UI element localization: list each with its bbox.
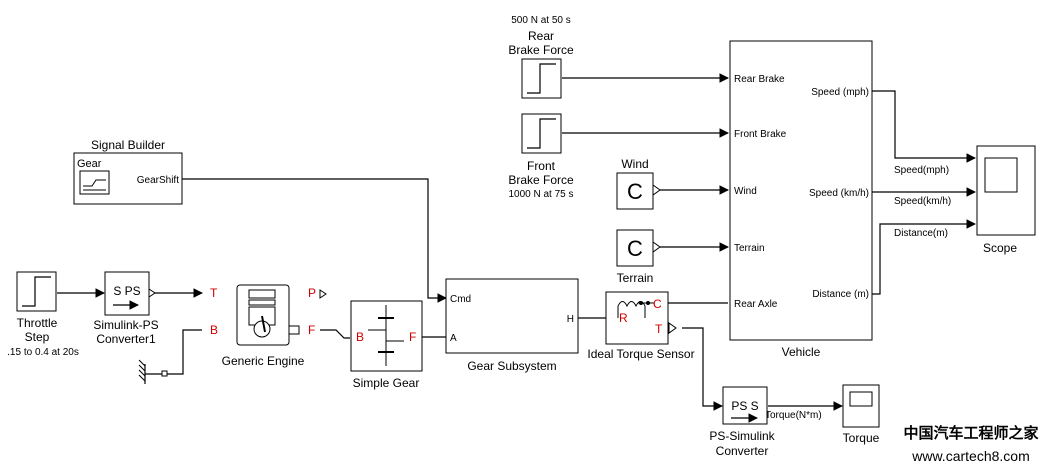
vehicle-out-distance: Distance (m) [812,289,869,300]
sps-label-2: Converter1 [96,332,156,346]
watermark-line-1: 中国汽车工程师之家 [903,424,1038,442]
sensor-port-r: R [619,311,628,325]
mechanical-ground-block[interactable] [138,359,168,384]
engine-port-f: F [308,323,315,337]
gear-subsystem-block[interactable]: Cmd A H Gear Subsystem [445,278,579,373]
rear-brake-label-1: Rear [528,29,554,43]
signal-builder-inner-label: Gear [77,158,102,170]
subsystem-port-h: H [567,314,574,325]
signal-builder-label: Signal Builder [91,138,165,152]
line-torque-signal[interactable] [682,327,723,411]
front-brake-force-block[interactable]: Front Brake Force 1000 N at 75 s [508,113,574,200]
connections [57,73,976,411]
sensor-port-c: C [653,297,662,311]
signal-distance: Distance(m) [894,228,948,239]
ps-simulink-converter-block[interactable]: PS S PS-Simulink Converter [709,386,776,458]
scope-label: Scope [983,241,1017,255]
step-icon [527,63,556,94]
simple-gear-block[interactable]: B F Simple Gear [350,300,423,390]
gear-icon [368,305,404,366]
rear-brake-note: 500 N at 50 s [511,15,570,26]
line-engine-to-gear[interactable] [320,329,350,339]
ps-sim-icon-text: PS S [731,399,758,413]
front-brake-label-1: Front [527,159,556,173]
scope-block[interactable]: Scope [976,145,1036,255]
rear-brake-force-block[interactable]: 500 N at 50 s Rear Brake Force [508,15,574,99]
line-ground-to-b[interactable] [166,329,202,375]
engine-label: Generic Engine [222,354,305,368]
torque-scope-label: Torque [843,431,880,445]
vehicle-out-speed-mph: Speed (mph) [811,87,869,98]
signal-builder-output: GearShift [137,175,179,186]
line-distance[interactable] [872,219,976,295]
signal-builder-block[interactable]: Signal Builder Gear GearShift [73,138,183,205]
engine-port-t: T [210,286,218,300]
gear-port-b: B [356,330,364,344]
step-icon [527,118,556,149]
vehicle-block[interactable]: Rear Brake Front Brake Wind Terrain Rear… [729,40,873,359]
ground-icon [138,359,146,382]
constant-icon: C [627,179,643,204]
vehicle-in-front-brake: Front Brake [734,129,787,140]
step-icon [22,276,51,307]
gear-subsystem-label: Gear Subsystem [467,359,556,373]
generic-engine-block[interactable]: T B P F Generic Engine [210,284,327,368]
signal-torque: Torque(N*m) [765,410,822,421]
throttle-step-block[interactable]: Throttle Step .15 to 0.4 at 20s [7,271,79,358]
line-gearshift[interactable] [182,178,447,303]
constant-icon: C [627,236,643,261]
subsystem-port-a: A [450,333,457,344]
sps-icon-text: S PS [113,284,140,298]
throttle-label-1: Throttle [17,316,58,330]
port-triangle [652,184,661,196]
front-brake-note: 1000 N at 75 s [508,189,573,200]
signal-builder-icon [83,179,106,191]
watermark-line-2: www.cartech8.com [911,448,1029,464]
scope-screen-icon [849,391,873,407]
engine-port-b: B [210,323,218,337]
sensor-port-t: T [655,322,663,336]
ideal-torque-sensor-block[interactable]: C R T Ideal Torque Sensor [587,291,695,361]
line-speed-mph[interactable] [872,90,976,163]
vehicle-in-terrain: Terrain [734,243,765,254]
wind-block[interactable]: Wind C [616,157,661,210]
vehicle-in-rear-axle: Rear Axle [734,299,778,310]
wind-label: Wind [621,157,648,171]
engine-icon [248,289,300,338]
front-brake-label-2: Brake Force [508,173,574,187]
sps-label-1: Simulink-PS [93,318,158,332]
simulink-ps-converter-block[interactable]: S PS Simulink-PS Converter1 [93,271,159,346]
throttle-note: .15 to 0.4 at 20s [7,347,79,358]
vehicle-out-speed-kmh: Speed (km/h) [809,188,869,199]
ps-sim-label-2: Converter [716,444,769,458]
signal-speed-mph: Speed(mph) [894,165,949,176]
engine-port-p: P [308,286,316,300]
vehicle-in-rear-brake: Rear Brake [734,74,785,85]
watermark: 中国汽车工程师之家 www.cartech8.com [903,424,1038,464]
ps-sim-label-1: PS-Simulink [709,429,775,443]
throttle-label-2: Step [25,330,50,344]
rear-brake-label-2: Brake Force [508,43,574,57]
terrain-block[interactable]: C Terrain [616,229,661,285]
scope-screen-icon [984,157,1018,193]
torque-sensor-label: Ideal Torque Sensor [587,347,694,361]
vehicle-in-wind: Wind [734,186,757,197]
terrain-label: Terrain [617,271,654,285]
subsystem-port-cmd: Cmd [450,294,471,305]
simple-gear-label: Simple Gear [353,376,420,390]
vehicle-label: Vehicle [782,345,821,359]
torque-scope-block[interactable]: Torque [842,384,880,445]
port-triangle [148,288,156,298]
gear-port-f: F [409,330,416,344]
port-triangle [652,241,661,253]
signal-speed-kmh: Speed(km/h) [894,196,951,207]
